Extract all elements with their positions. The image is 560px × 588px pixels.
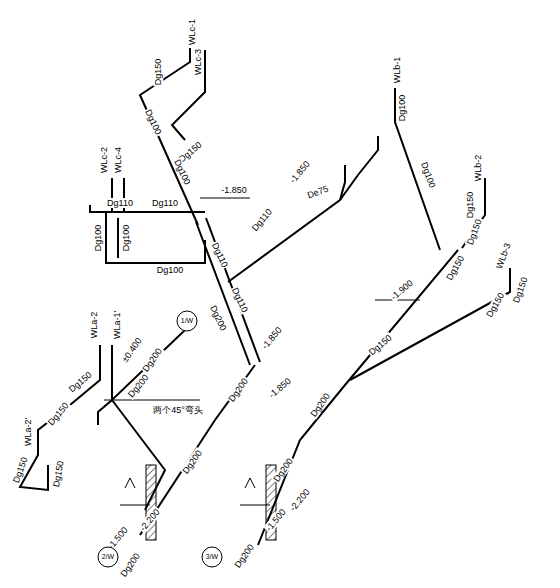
callout-number: 2/W <box>97 546 119 568</box>
pipe-label: Dg200 <box>180 447 205 476</box>
callout-number: 1/W <box>176 310 198 332</box>
pipe-label: Dg110 <box>249 206 275 234</box>
pipe-label: Dg110 <box>106 198 134 208</box>
detail-callout: 3/W <box>201 546 223 568</box>
detail-callout: 2/W <box>97 546 119 568</box>
pipe-label: -1.850 <box>259 324 284 352</box>
pipe-label: WLc-1 <box>187 18 197 46</box>
pipe-label: Dg100 <box>156 265 185 275</box>
pipe-label: Dg150 <box>11 455 30 485</box>
pipe-label: WLb-3 <box>493 241 512 271</box>
pipe-label: -2.200 <box>287 486 312 514</box>
pipe-label: Dg150 <box>464 217 483 247</box>
callout-number: 3/W <box>201 546 223 568</box>
pipe-label: Dg110 <box>151 198 179 208</box>
pipe-label: WLa-2' <box>23 417 33 447</box>
pipe-label: Dg110 <box>230 285 251 314</box>
pipe-label: Dg200 <box>226 375 251 404</box>
pipe-label: WLc-4 <box>113 146 123 174</box>
pipe-label: Dg200 <box>207 303 228 333</box>
pipe-label: Dg100 <box>121 224 131 253</box>
pipe-label: WLa-1' <box>112 310 122 340</box>
pipe-label: -1.850 <box>266 375 294 400</box>
pipe-label: Dg150 <box>153 58 163 87</box>
pipe-label: WLc-3 <box>193 48 203 76</box>
pipe-label: De75 <box>305 183 331 200</box>
pipe-label: WLb-1 <box>392 56 402 85</box>
pipe-label: WLc-2 <box>99 146 109 174</box>
pipe-label: Dg100 <box>93 224 103 253</box>
pipe-label: WLa-2 <box>89 311 99 340</box>
pipe-label: Dg200 <box>232 541 257 570</box>
pipe-label: Dg150 <box>45 400 71 428</box>
pipe-label: Dg150 <box>465 191 475 220</box>
pipe-label: 两个45°弯头 <box>152 405 204 415</box>
detail-callout: 1/W <box>176 310 198 332</box>
pipe-label: Dg100 <box>397 94 407 123</box>
pipe-label: WLb-2 <box>473 154 483 183</box>
pipe-label: Dg200 <box>118 550 143 579</box>
pipe-label: Dg150 <box>444 253 467 283</box>
pipe-label: Dg150 <box>366 332 394 358</box>
pipe-label: Dg200 <box>140 345 165 374</box>
pipe-label: -1.850 <box>220 185 248 195</box>
pipe-label: Dg150 <box>66 369 94 395</box>
pipe-label: Dg150 <box>51 459 66 489</box>
pipe-label: Dg100 <box>418 160 437 190</box>
pipe-label: Dg150 <box>510 275 529 305</box>
pipe-label: ±0.400 <box>119 335 144 365</box>
pipe-label: -1.850 <box>287 158 312 186</box>
pipe-label: Dg100 <box>142 107 163 137</box>
pipe-label: -1.900 <box>388 277 416 302</box>
